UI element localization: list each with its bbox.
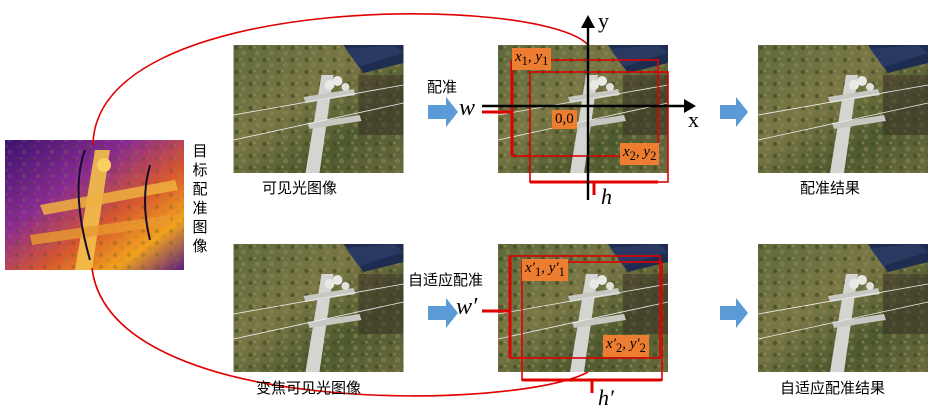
- registration-result-caption: 配准结果: [800, 179, 861, 197]
- target-image-label: 目 标 配 准 图 像: [192, 142, 208, 255]
- top-point2-label: x2, y2: [620, 143, 660, 165]
- visible-image-caption: 可见光图像: [262, 179, 338, 197]
- zoom-visible-image: [233, 244, 404, 372]
- w-symbol: w: [459, 95, 476, 121]
- visible-image: [233, 45, 404, 173]
- bottom-link-curve: [91, 267, 589, 397]
- bottom-point1-label: x′1, y′1: [522, 259, 568, 281]
- origin-label: 0,0: [552, 110, 577, 129]
- h-symbol: h: [601, 184, 612, 209]
- thermal-image: [5, 140, 184, 270]
- top-link-curve: [92, 13, 589, 146]
- h-prime-symbol: h′: [598, 385, 614, 410]
- bottom-point2-label: x′2, y′2: [603, 335, 649, 357]
- registration-label: 配准: [427, 78, 458, 96]
- registration-result-image: [757, 45, 929, 173]
- adaptive-registration-label: 自适应配准: [408, 271, 484, 289]
- adaptive-result-image: [757, 244, 929, 372]
- w-prime-symbol: w′: [456, 294, 478, 320]
- flow-arrows: [428, 97, 748, 328]
- adaptive-result-caption: 自适应配准结果: [780, 379, 886, 397]
- zoom-visible-image-caption: 变焦可见光图像: [256, 379, 362, 397]
- y-axis-label: y: [598, 8, 609, 33]
- top-point1-label: x1, y1: [512, 48, 552, 70]
- x-axis-label: x: [688, 107, 699, 132]
